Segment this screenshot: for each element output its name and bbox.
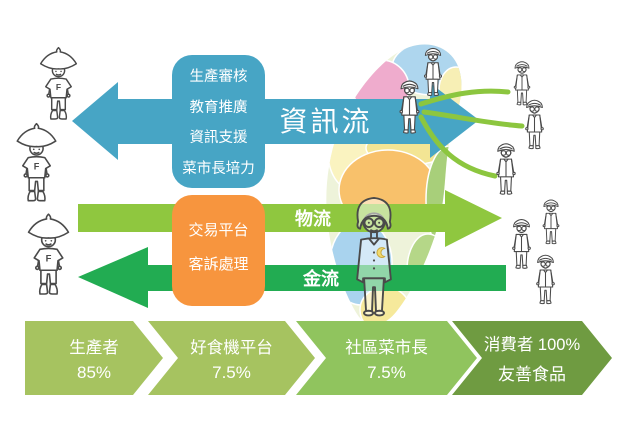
community-leader-icon <box>496 143 516 195</box>
segment-value: 85% <box>76 362 112 382</box>
farmer-icon <box>27 213 70 295</box>
farmer-icon <box>16 122 57 202</box>
segment-label: 社區菜市長 <box>345 338 428 357</box>
segment-label: 好食機平台 <box>190 338 273 357</box>
chain-segment-producer: 生產者 85% <box>25 321 163 395</box>
chain-segment-leader: 社區菜市長 7.5% <box>296 321 477 395</box>
support-item: 生產審核 <box>189 69 248 85</box>
platform-service-box: 交易平台 客訴處理 <box>172 195 265 306</box>
support-item: 資訊支援 <box>189 130 248 146</box>
segment-label: 生產者 <box>69 338 119 357</box>
farmer-icon <box>39 46 78 120</box>
support-item: 菜市長培力 <box>182 160 255 177</box>
money-flow-label: 金流 <box>303 268 339 289</box>
platform-manager-icon <box>356 197 392 317</box>
consumer-icon <box>542 199 560 245</box>
consumer-icon <box>536 254 555 305</box>
segment-value: 7.5% <box>367 362 406 382</box>
segment-value: 7.5% <box>212 362 251 382</box>
service-item: 交易平台 <box>188 222 249 239</box>
money-flow-arrow <box>78 247 506 308</box>
platform-support-box: 生產審核 教育推廣 資訊支援 菜市長培力 <box>172 55 265 188</box>
information-flow-label: 資訊流 <box>279 106 373 137</box>
community-leader-icon <box>525 99 544 150</box>
chain-segment-platform: 好食機平台 7.5% <box>148 321 315 395</box>
community-leader-icon <box>399 80 420 134</box>
logistics-flow-label: 物流 <box>295 209 331 229</box>
support-item: 教育推廣 <box>189 99 248 116</box>
segment-label: 消費者 100% <box>483 336 581 354</box>
service-item: 客訴處理 <box>188 256 249 273</box>
chain-segment-consumer: 消費者 100% 友善食品 <box>452 321 612 395</box>
segment-value: 友善食品 <box>498 365 566 384</box>
